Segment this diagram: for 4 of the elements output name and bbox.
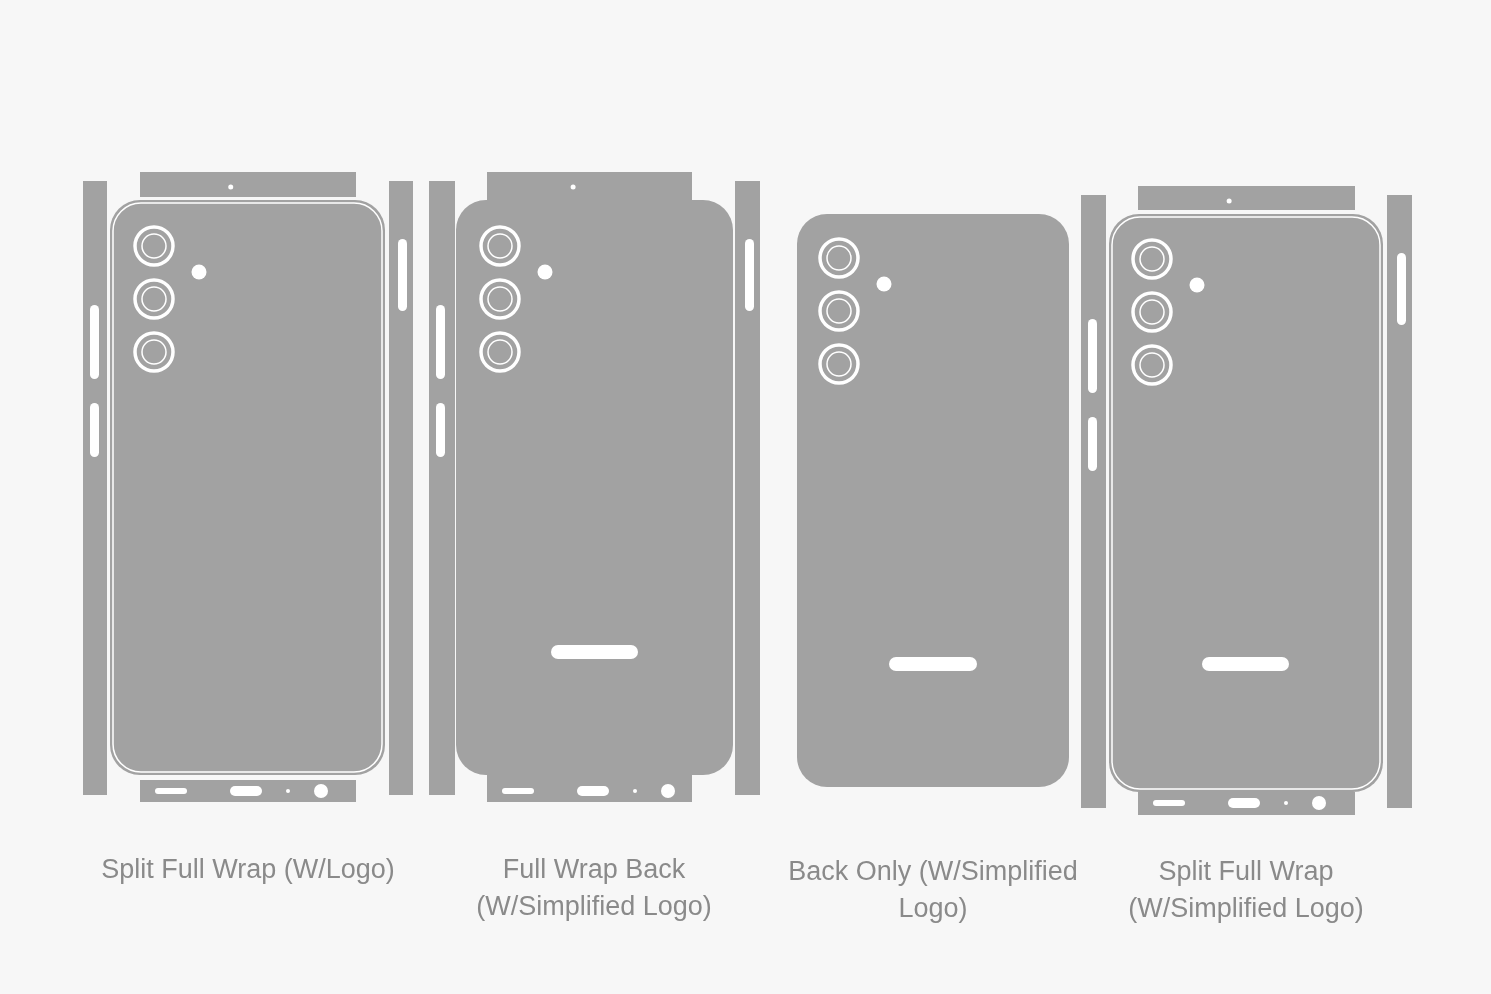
template-caption: Split Full Wrap (W/Logo) — [100, 853, 396, 886]
template-caption: Split Full Wrap (W/Simplified Logo) — [1127, 855, 1365, 925]
template-caption: Full Wrap Back (W/Simplified Logo) — [475, 853, 713, 923]
template-caption: Back Only (W/Simplified Logo) — [787, 855, 1079, 925]
